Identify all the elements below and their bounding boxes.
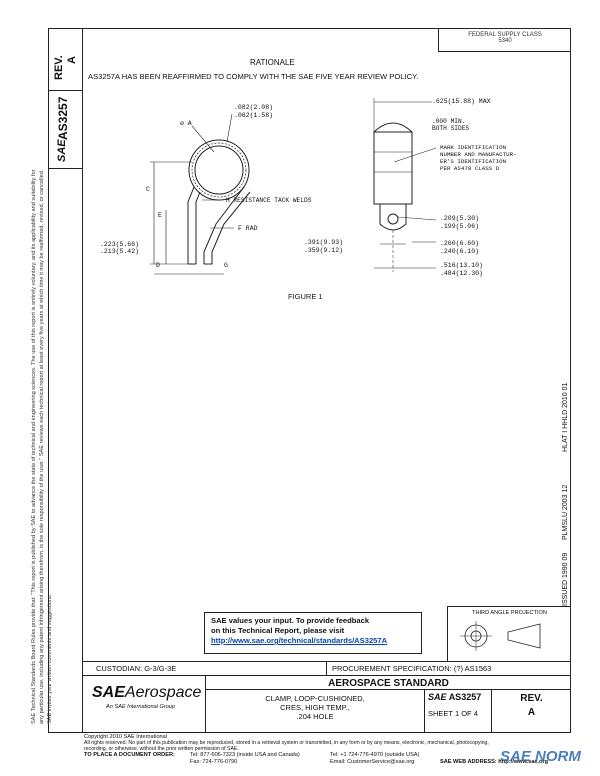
feedback-box: SAE values your input. To provide feedba… <box>204 612 422 654</box>
side-hole <box>387 213 399 225</box>
label-r-3: .516(13.10) <box>440 262 483 269</box>
label-w-2: .359(9.12) <box>304 247 344 254</box>
label-r-1: .260(6.60) <box>440 240 480 247</box>
aerospace-standard-heading: AEROSPACE STANDARD <box>328 678 449 689</box>
footer-rights-2: recording, or otherwise, without the pri… <box>84 746 239 752</box>
side-tab <box>379 204 407 231</box>
label-weld-note: H RESISTANCE TACK WELDS <box>226 197 312 204</box>
left-sae-mark: SAE <box>56 139 68 162</box>
custodian-text: CUSTODIAN: G-3/G-3E <box>96 664 177 673</box>
watermark-text: SAE NORM <box>500 748 581 765</box>
page-border <box>48 28 571 733</box>
label-mark-3: ER'S IDENTIFICATION <box>440 158 507 165</box>
footer-tel-2: Tel: +1 724-776-4970 (outside USA) <box>330 752 420 758</box>
projection-symbol <box>460 621 541 651</box>
label-mark-4: PER AS478 CLASS D <box>440 165 500 172</box>
left-docnum-box-bottom <box>48 168 83 170</box>
feedback-link[interactable]: http://www.sae.org/technical/standards/A… <box>211 636 388 645</box>
footer-tel-1: Tel: 877-606-7323 (inside USA and Canada… <box>190 752 300 758</box>
side-top <box>373 122 413 133</box>
stamp-reaffirmed: HLAT I HHLD 2010 01 <box>562 382 569 452</box>
fsc-line1: FEDERAL SUPPLY CLASS <box>468 32 542 38</box>
label-phi-a: ø A <box>180 120 192 127</box>
label-thick-1: .082(2.08) <box>234 104 274 111</box>
label-min-1: .000 MIN. <box>432 118 466 125</box>
feedback-line1: SAE values your input. To provide feedba… <box>211 616 370 625</box>
label-dim-2: .213(5.42) <box>100 248 140 255</box>
title-sheet: SHEET 1 OF 4 <box>428 709 478 718</box>
footer-copyright: Copyright 2010 SAE International <box>84 734 168 740</box>
rationale-title: RATIONALE <box>250 58 295 67</box>
left-column-divider <box>82 28 84 733</box>
custodian-procurement-divider <box>326 661 328 676</box>
title-block-rev-divider <box>491 689 493 733</box>
stamp-revised: PLMSLU 2003 12 <box>562 484 569 540</box>
footer-order-label: TO PLACE A DOCUMENT ORDER: <box>84 752 175 758</box>
procurement-text: PROCUREMENT SPECIFICATION: (?) AS1563 <box>332 664 492 673</box>
label-dim-1: .223(5.66) <box>100 241 140 248</box>
logo-aerospace: Aerospace <box>124 684 202 701</box>
label-hole-1: .209(5.30) <box>440 215 480 222</box>
clamp-loop-cushion <box>191 142 247 198</box>
label-max-dim: .625(15.88) MAX <box>432 98 491 105</box>
title-sae-mark: SAE <box>428 692 447 702</box>
title-doc-num: AS3257 <box>448 692 482 702</box>
stamp-issued: ISSUED 1990 09 <box>562 552 569 606</box>
rationale-text: AS3257A HAS BEEN REAFFIRMED TO COMPLY WI… <box>88 72 419 81</box>
fsc-box: FEDERAL SUPPLY CLASS 5340 <box>438 28 571 52</box>
label-dim-e: E <box>158 212 162 219</box>
left-rev-box-bottom <box>48 90 83 92</box>
footer-email: Email: CustomerService@sae.org <box>330 759 415 765</box>
title-rev-label: REV. <box>520 693 543 704</box>
clamp-loop-outer <box>188 139 250 201</box>
title-block-logo-divider <box>205 676 207 733</box>
title-desc-2: CRES, HIGH TEMP., <box>280 703 350 712</box>
label-w-1: .391(9.93) <box>304 239 344 246</box>
left-doc-number: AS3257 <box>56 96 70 140</box>
title-description: CLAMP, LOOP-CUSHIONED, CRES, HIGH TEMP.,… <box>206 694 424 721</box>
footer-web: SAE WEB ADDRESS: http://www.sae.org <box>440 759 549 765</box>
label-dim-c: C <box>146 186 150 193</box>
left-legal-text: SAE Technical Standards Board Rules prov… <box>31 169 53 724</box>
hole-leader <box>397 216 437 221</box>
title-block-number-divider <box>424 689 426 733</box>
label-f-rad: F RAD <box>238 225 258 232</box>
footer-rights-1: All rights reserved. No part of this pub… <box>84 740 489 746</box>
projection-box: THIRD ANGLE PROJECTION <box>447 606 571 661</box>
label-min-2: BOTH SIDES <box>432 125 470 132</box>
clamp-loop-inner <box>194 145 244 195</box>
title-doc-number: SAE AS3257 <box>428 692 481 702</box>
projection-cone <box>507 623 541 649</box>
thickness-leader <box>226 113 233 143</box>
sae-aerospace-logo: SAEAerospace <box>92 684 201 702</box>
mark-leader <box>393 147 437 163</box>
logo-sae: SAE <box>92 684 125 701</box>
left-rev-value: A <box>66 56 78 64</box>
side-body <box>373 131 413 205</box>
title-desc-1: CLAMP, LOOP-CUSHIONED, <box>265 694 365 703</box>
footer-fax: Fax: 724-776-0790 <box>190 759 238 765</box>
label-thick-2: .062(1.58) <box>234 112 274 119</box>
label-hole-2: .199(5.06) <box>440 223 480 230</box>
label-dim-d: D <box>156 262 160 269</box>
feedback-line2: on this Technical Report, please visit <box>211 626 345 635</box>
watermark-logo: SAE NORM <box>500 748 581 765</box>
label-mark-1: MARK IDENTIFICATION <box>440 144 507 151</box>
label-mark-2: NUMBER AND MANUFACTUR- <box>440 151 517 158</box>
figure-1-drawing <box>150 98 437 275</box>
logo-subtitle: An SAE International Group <box>106 704 176 710</box>
clamp-tab <box>187 186 201 265</box>
label-r-4: .484(12.30) <box>440 270 483 277</box>
title-desc-3: .204 HOLE <box>296 712 334 721</box>
figure-caption: FIGURE 1 <box>288 292 323 301</box>
clamp-tab-outer <box>203 186 251 265</box>
left-rev-label: REV. <box>53 55 65 80</box>
projection-label: THIRD ANGLE PROJECTION <box>472 610 547 616</box>
label-r-2: .240(6.10) <box>440 248 480 255</box>
label-dim-g: G <box>224 262 228 269</box>
fsc-line2: 5340 <box>498 38 512 44</box>
title-rev-value: A <box>527 707 536 718</box>
title-block-header-line <box>205 689 571 691</box>
phi-a-leader <box>191 125 215 153</box>
